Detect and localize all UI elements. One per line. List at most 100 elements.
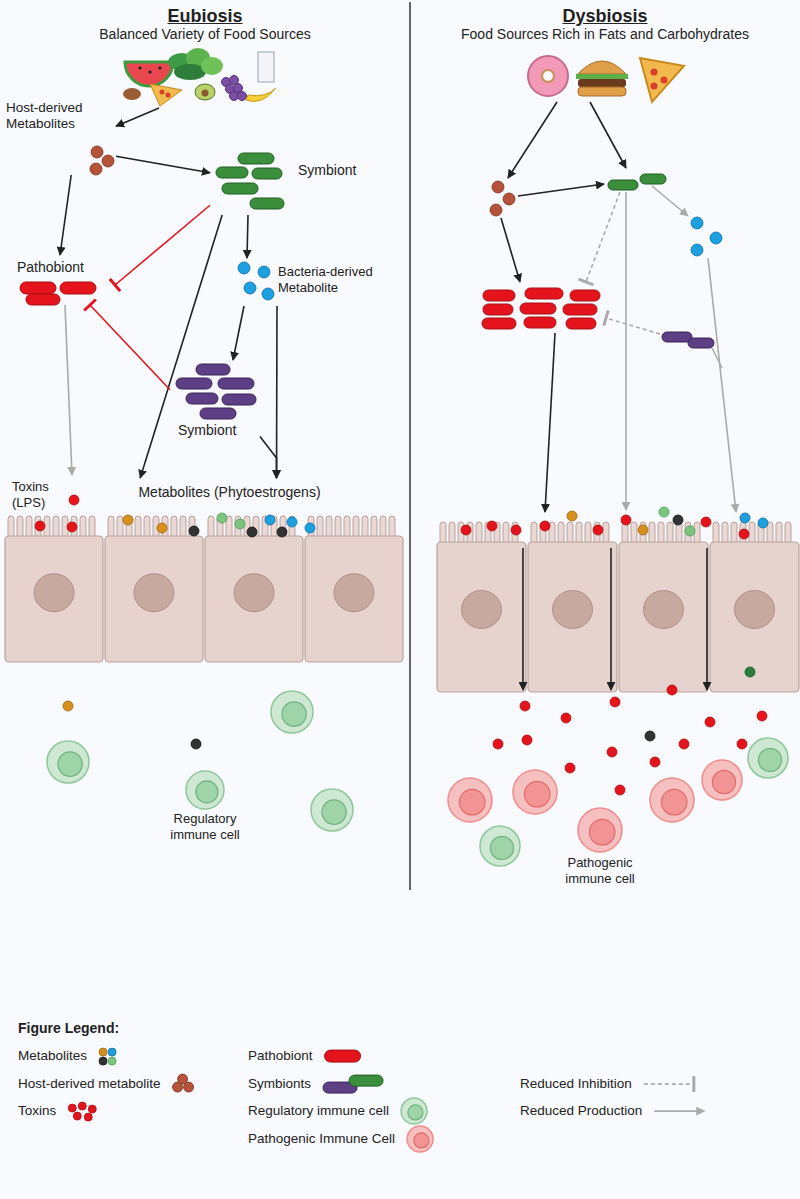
bacterium: [483, 304, 513, 315]
metabolite-dot: [258, 266, 270, 278]
flow-arrow: [610, 548, 612, 690]
pathogenic-cell: [513, 770, 557, 814]
seed: [138, 66, 141, 69]
metabolite-dot: [561, 713, 571, 723]
flow-arrow: [60, 175, 71, 255]
metabolite-dot: [262, 288, 274, 300]
legend-text: Pathobiont: [248, 1048, 313, 1064]
grape: [238, 92, 247, 101]
bacterium: [60, 282, 96, 294]
bacterium: [250, 198, 284, 209]
node-label: Pathogenic immune cell: [545, 855, 655, 886]
bacterium: [608, 180, 638, 190]
epithelial-cell: [205, 536, 303, 662]
regulatory-cell: [311, 789, 353, 831]
flow-arrow: [590, 102, 626, 168]
bacterium: [570, 290, 600, 301]
burger-patty: [578, 79, 626, 87]
flow-arrow: [276, 306, 278, 478]
metabolite-dot: [91, 146, 103, 158]
pepperoni: [661, 77, 668, 84]
cell-nucleus: [553, 591, 593, 629]
metabolite-dot: [178, 1074, 188, 1084]
immune-cell: Pathogenic immune cell: [545, 805, 655, 900]
donut-hole: [542, 70, 554, 82]
food-group: Balanced Variety of Food Sources: [90, 26, 320, 108]
flow-arrow: [522, 548, 524, 690]
bacterium: [222, 394, 256, 405]
bacterium: [196, 364, 230, 375]
metabolite-dot: [90, 163, 102, 175]
metabolite-dot: [503, 193, 515, 205]
metabolite-dot: [645, 731, 655, 741]
metabolite-dot: [68, 1104, 76, 1112]
node-label: Symbiont: [178, 422, 258, 439]
metabolite-dot: [487, 521, 497, 531]
legend-text: Reduced Production: [520, 1103, 642, 1119]
metabolite-dot: [520, 701, 530, 711]
bacterium: [218, 378, 254, 389]
metabolite-dot: [650, 757, 660, 767]
seed: [158, 66, 161, 69]
epithelial-cell: [619, 542, 708, 692]
pathogenic-cell: [650, 778, 694, 822]
pizza-slice: [640, 58, 684, 102]
bacterium: [483, 290, 515, 301]
metabolite-dot: [108, 1048, 116, 1056]
cell-nucleus: [524, 781, 550, 807]
flow-arrow: [116, 108, 159, 126]
metabolite-dot: [540, 521, 550, 531]
flow-arrow: [545, 333, 555, 512]
metabolite-group: Bacteria-derived Metabolite: [232, 258, 382, 306]
pepperoni: [160, 90, 165, 95]
epithelial-cell: [305, 536, 403, 662]
regulatory-cell: [271, 691, 313, 733]
metabolite-dot: [305, 523, 315, 533]
flow-arrow: [508, 102, 557, 178]
flow-arrow: [708, 258, 736, 512]
milk-carton: [258, 52, 274, 82]
bacterium: [20, 282, 56, 294]
cell-nucleus: [196, 781, 218, 803]
bacterium: [482, 318, 516, 329]
avocado: [195, 84, 215, 100]
metabolite-dot: [740, 513, 750, 523]
metabolite-dot: [99, 1057, 107, 1065]
metabolite-dot: [739, 529, 749, 539]
node-label: Balanced Variety of Food Sources: [90, 26, 320, 43]
bacterium: [524, 317, 556, 328]
pathobiont-group: Pathobiont: [15, 255, 115, 305]
flow-arrow: [140, 215, 222, 478]
legend-text: Metabolites: [18, 1048, 87, 1064]
metabolite-group: Host-derived Metabolites: [4, 100, 116, 175]
flow-arrow: [116, 156, 210, 173]
cell-nucleus: [58, 752, 82, 776]
metabolite-dot: [35, 521, 45, 531]
regulatory-cell: [186, 771, 224, 809]
metabolite-dot: [667, 685, 677, 695]
metabolite-dot: [705, 717, 715, 727]
epithelial-cell: [528, 542, 617, 692]
metabolite-dot: [673, 515, 683, 525]
flow-arrow: [712, 348, 722, 368]
pepperoni: [166, 93, 171, 98]
legend-text: Regulatory immune cell: [248, 1103, 389, 1119]
cell-nucleus: [414, 1133, 429, 1148]
cell-nucleus: [712, 770, 735, 793]
flow-arrow: [518, 184, 604, 196]
burger-lettuce: [576, 74, 628, 79]
cell-nucleus: [462, 591, 502, 629]
bacterium: [325, 1050, 361, 1062]
flow-arrow: [247, 215, 248, 258]
metabolite-dot: [758, 518, 768, 528]
metabolite-dot: [593, 525, 603, 535]
metabolite-dot: [610, 697, 620, 707]
epithelial-cell: [5, 536, 103, 662]
avocado-pit: [202, 90, 209, 97]
pepperoni: [651, 69, 658, 76]
metabolite-dot: [189, 526, 199, 536]
nut: [123, 88, 141, 100]
pathogenic-cell: [702, 760, 742, 800]
